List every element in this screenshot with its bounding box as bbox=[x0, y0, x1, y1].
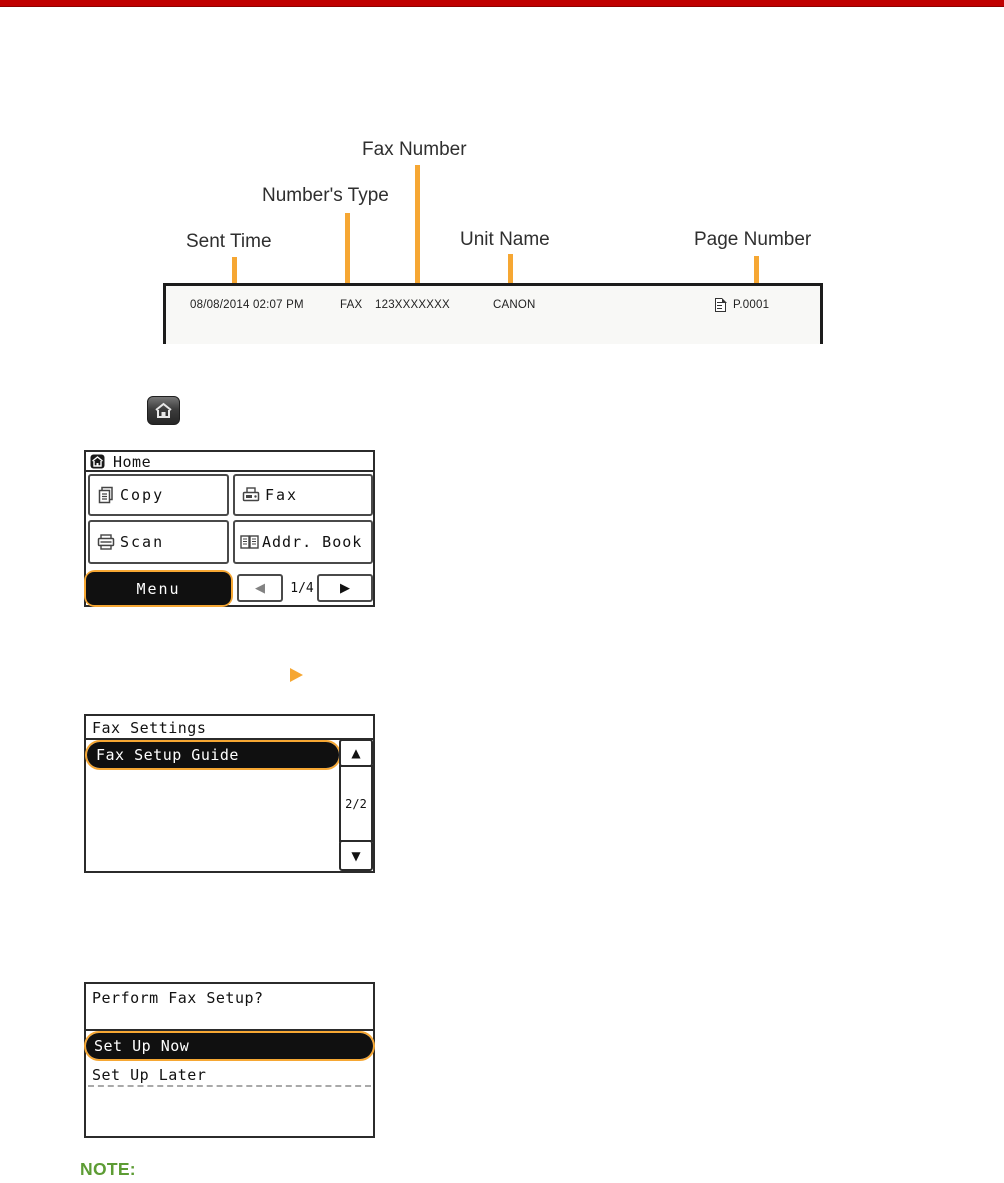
scroll-down-button[interactable]: ▼ bbox=[339, 840, 373, 871]
note-heading: NOTE: bbox=[80, 1159, 136, 1179]
callout-sent-time: Sent Time bbox=[186, 231, 272, 252]
strip-page-number: P.0001 bbox=[733, 299, 770, 311]
home-screen-title: Home bbox=[113, 453, 152, 471]
callout-line-page-number bbox=[754, 256, 759, 283]
scan-button-label: Scan bbox=[120, 533, 165, 551]
scan-icon bbox=[97, 533, 115, 551]
callout-line-unit-name bbox=[508, 254, 513, 283]
callout-line-numbers-type bbox=[345, 213, 350, 283]
message-divider bbox=[86, 1029, 373, 1031]
set-up-now-highlight: Set Up Now bbox=[84, 1031, 375, 1061]
home-pagination: 1/4 bbox=[290, 580, 314, 596]
scroll-track: 2/2 bbox=[339, 765, 373, 842]
copy-button[interactable]: Copy bbox=[88, 474, 229, 516]
callout-unit-name: Unit Name bbox=[460, 229, 550, 250]
copy-icon bbox=[97, 486, 115, 504]
callout-line-fax-number bbox=[415, 165, 420, 283]
step-arrow-icon bbox=[290, 668, 303, 682]
down-arrow-icon: ▼ bbox=[351, 848, 361, 863]
fax-button-label: Fax bbox=[265, 486, 299, 504]
fax-button[interactable]: Fax bbox=[233, 474, 373, 516]
fax-icon bbox=[242, 486, 260, 504]
list-dashed-divider bbox=[88, 1085, 371, 1087]
page-count-icon bbox=[715, 297, 727, 312]
next-page-button[interactable]: ▶ bbox=[317, 574, 373, 602]
callout-numbers-type: Number's Type bbox=[262, 185, 389, 206]
strip-fax-number: 123XXXXXXX bbox=[375, 299, 450, 311]
fax-settings-title: Fax Settings bbox=[92, 719, 207, 737]
home-screen-home-icon bbox=[90, 454, 105, 469]
set-up-later-item[interactable]: Set Up Later bbox=[92, 1066, 207, 1084]
address-book-button[interactable]: Addr. Book bbox=[233, 520, 373, 564]
callout-fax-number: Fax Number bbox=[362, 139, 467, 160]
scan-button[interactable]: Scan bbox=[88, 520, 229, 564]
perform-fax-setup-screen: Perform Fax Setup? Set Up Now Set Up Lat… bbox=[84, 982, 375, 1138]
fax-settings-screen: Fax Settings Fax Setup Guide ▲ 2/2 ▼ bbox=[84, 714, 375, 873]
prev-arrow-icon: ◀ bbox=[255, 580, 265, 596]
home-screen-title-divider bbox=[86, 470, 373, 472]
strip-sent-time: 08/08/2014 02:07 PM bbox=[190, 299, 304, 311]
fax-header-strip: 08/08/2014 02:07 PM FAX 123XXXXXXX CANON… bbox=[163, 283, 823, 344]
scroll-up-button[interactable]: ▲ bbox=[339, 739, 373, 767]
address-book-button-label: Addr. Book bbox=[262, 533, 363, 551]
home-button[interactable] bbox=[147, 396, 180, 425]
scroll-position: 2/2 bbox=[345, 796, 367, 811]
set-up-now-item[interactable]: Set Up Now bbox=[86, 1033, 373, 1059]
fax-settings-title-divider bbox=[86, 738, 373, 740]
address-book-icon bbox=[240, 534, 259, 550]
next-arrow-icon: ▶ bbox=[340, 580, 350, 596]
home-screen: Home Copy Fax bbox=[84, 450, 375, 607]
copy-button-label: Copy bbox=[120, 486, 165, 504]
perform-fax-setup-title: Perform Fax Setup? bbox=[92, 989, 264, 1007]
up-arrow-icon: ▲ bbox=[351, 746, 361, 760]
prev-page-button[interactable]: ◀ bbox=[237, 574, 283, 602]
menu-button[interactable]: Menu bbox=[86, 572, 231, 605]
callout-line-sent-time bbox=[232, 257, 237, 283]
fax-setup-guide-item[interactable]: Fax Setup Guide bbox=[87, 742, 339, 768]
fax-setup-guide-highlight: Fax Setup Guide bbox=[85, 740, 341, 770]
home-icon bbox=[154, 402, 173, 419]
strip-unit-name: CANON bbox=[493, 299, 536, 311]
menu-button-highlight: Menu bbox=[84, 570, 233, 607]
page-top-rule bbox=[0, 0, 1004, 7]
callout-page-number: Page Number bbox=[694, 229, 812, 250]
strip-numbers-type: FAX bbox=[340, 299, 363, 311]
